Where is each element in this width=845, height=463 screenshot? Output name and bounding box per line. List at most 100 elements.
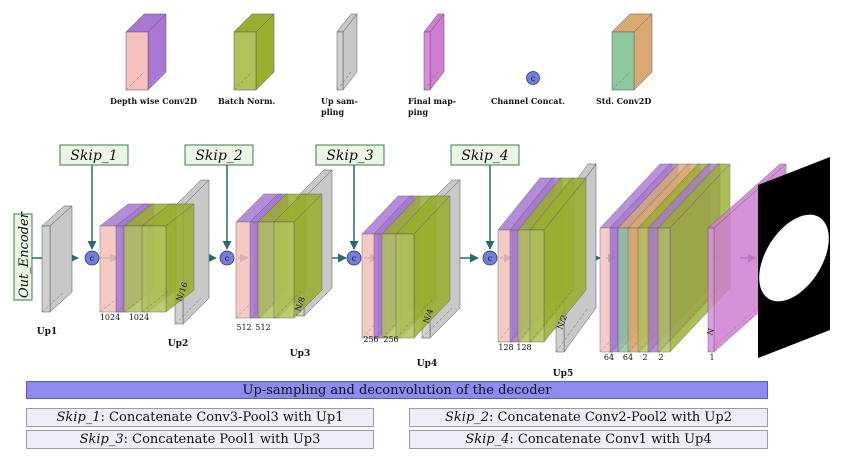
skip-4-box [450, 144, 520, 166]
legend-bn-block-front [233, 31, 257, 91]
concat-node-2-symbol: c [225, 254, 230, 263]
up1-dwconv-1-hidden-edge [99, 289, 129, 313]
up2-batchnorm-2-front [273, 221, 295, 319]
skip-connections: Skip_1 Skip_2 Skip_3 Skip_4 [59, 144, 520, 250]
filter-count-label: 2 [658, 353, 663, 362]
filter-count-label: 1024 [100, 313, 120, 322]
legend-concat-symbol: c [531, 74, 536, 83]
filter-count-label: 256 [383, 335, 398, 344]
skip-3-desc-name: Skip_3 [79, 432, 124, 447]
up5-batchnorm-2 [657, 163, 731, 353]
legend-up-block-hidden-edge [336, 71, 352, 91]
legend-up-label: pling [321, 107, 344, 117]
decoder-banner: Up-sampling and deconvolution of the dec… [26, 381, 768, 399]
legend: Depth wise Conv2D Batch Norm. Up sam-pling… [110, 13, 653, 117]
skip-3: Skip_3 [315, 144, 385, 250]
legend-sc-block [611, 13, 653, 91]
legend-up-block [336, 13, 358, 91]
filter-count-label: 512 [236, 323, 251, 332]
up4-batchnorm-2-front [529, 229, 545, 343]
legend-fm-label: Final map- [408, 96, 456, 106]
up3-batchnorm-2-front [395, 233, 415, 339]
skip-4-label: Skip_4 [461, 148, 508, 164]
stage-label-up4: Up4 [417, 359, 437, 369]
up3-batchnorm-2 [395, 195, 451, 339]
up4-batchnorm-2-hidden-edge [529, 289, 573, 343]
filter-count-label: 128 [498, 343, 513, 352]
concat-node-3-symbol: c [352, 254, 357, 263]
up1-upsample [41, 205, 73, 313]
legend-sc-block-front [611, 31, 635, 91]
filter-count-label: 64 [623, 353, 633, 362]
legend-fm-block-front [423, 31, 431, 91]
legend-dw-label: Depth wise Conv2D [110, 96, 197, 106]
skip-4-desc-text: : Concatenate Conv1 with Up4 [509, 432, 712, 447]
filter-count-label: 128 [516, 343, 531, 352]
stage-label-up2: Up2 [168, 339, 188, 349]
up5-batchnorm-2-front [657, 227, 671, 353]
skip-3-box [315, 144, 385, 166]
filter-count-label: 1 [709, 353, 714, 362]
skip-1-desc-text: : Concatenate Conv3-Pool3 with Up1 [100, 410, 344, 425]
concat-node-1 [84, 250, 100, 266]
legend-concat-node [526, 71, 540, 85]
concat-node-3 [346, 250, 362, 266]
input-encoder-box [13, 213, 33, 301]
legend-up-block-front [336, 31, 344, 91]
stage-label-up5: Up5 [553, 369, 573, 379]
filter-count-label: 256 [363, 335, 378, 344]
legend-fm-block-hidden-edge [423, 71, 439, 91]
legend-bn-block [233, 13, 275, 91]
output-mask-region [759, 214, 829, 302]
skip-3-desc-text: : Concatenate Pool1 with Up3 [123, 432, 321, 447]
skip-2-desc-name: Skip_2 [445, 410, 490, 425]
up1-batchnorm-2-front [141, 225, 167, 313]
skip-2-box [184, 144, 254, 166]
up3-batchnorm-2-hidden-edge [395, 299, 433, 339]
concat-node-4-symbol: c [488, 254, 493, 263]
legend-dw-block [125, 13, 167, 91]
concat-node-4 [482, 250, 498, 266]
legend-sc-label: Std. Conv2D [596, 96, 651, 106]
skip-4-desc-name: Skip_4 [465, 432, 510, 447]
skip-1: Skip_1 [59, 144, 129, 250]
up1-batchnorm-2 [141, 203, 195, 313]
up1-batchnorm-1-hidden-edge [123, 289, 153, 313]
legend-sc-block-hidden-edge [611, 71, 631, 91]
stage-label-up1: Up1 [37, 327, 57, 337]
up4-upsample-hidden-edge [421, 307, 453, 339]
stage-label-up3: Up3 [290, 349, 310, 359]
skip-1-desc-name: Skip_1 [56, 410, 101, 425]
up5-upsample-hidden-edge [555, 307, 589, 353]
up1-upsample-front [41, 225, 51, 313]
skip-1-box [59, 144, 129, 166]
skip-2: Skip_2 [184, 144, 254, 250]
legend-up-label: Up sam- [321, 96, 358, 106]
legend-fm-block [423, 13, 445, 91]
skip-2-label: Skip_2 [195, 148, 243, 164]
up1-batchnorm-2-hidden-edge [141, 289, 171, 313]
filter-count-label: 2 [642, 353, 647, 362]
layer-blocks [41, 163, 787, 353]
concat-node-2 [219, 250, 235, 266]
skip-4-description: Skip_4: Concatenate Conv1 with Up4 [409, 430, 768, 449]
legend-dw-block-hidden-edge [125, 71, 145, 91]
final-mapping-front [707, 227, 715, 353]
legend-fm-label: ping [408, 107, 428, 117]
concat-node-1-symbol: c [90, 254, 95, 263]
skip-4: Skip_4 [450, 144, 520, 250]
size-label: N [705, 327, 716, 337]
up5-dwconv-2-front [609, 227, 619, 353]
up4-batchnorm-2 [529, 177, 587, 343]
skip-1-description: Skip_1: Concatenate Conv3-Pool3 with Up1 [26, 408, 374, 427]
legend-dw-block-front [125, 31, 149, 91]
legend-bn-block-hidden-edge [233, 71, 253, 91]
filter-count-label: 64 [604, 353, 614, 362]
legend-bn-label: Batch Norm. [218, 96, 275, 106]
skip-2-desc-text: : Concatenate Conv2-Pool2 with Up2 [489, 410, 732, 425]
decoder-diagram: c c c c Depth wise Conv2D Batch Norm. Up sam-… [13, 13, 830, 379]
output-mask [758, 157, 830, 358]
filter-count-label: 512 [255, 323, 270, 332]
